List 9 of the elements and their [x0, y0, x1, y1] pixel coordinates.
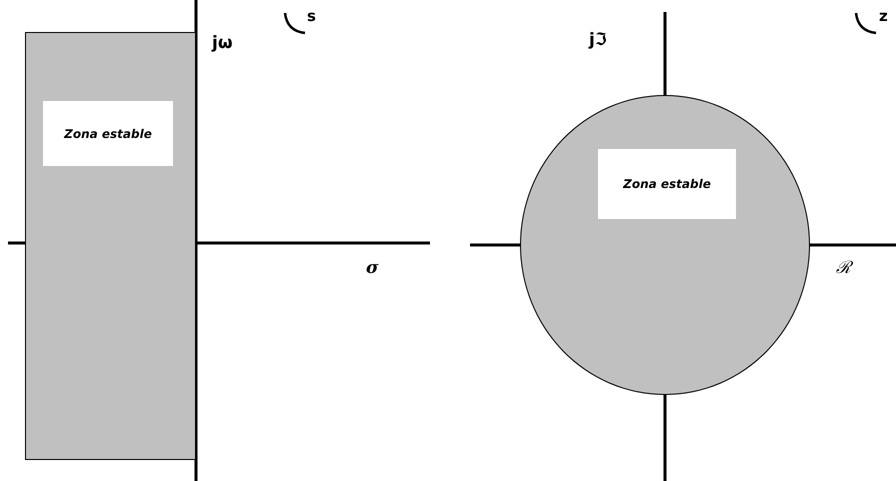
plane-label: s	[307, 6, 316, 26]
plane-label: z	[879, 6, 888, 26]
region-label: Zona estable	[598, 149, 736, 219]
axis-label: jω	[212, 33, 233, 53]
region-label: Zona estable	[43, 101, 173, 166]
axis-label: σ	[366, 258, 379, 278]
stable-region	[25, 32, 196, 460]
axis-label: jℑ	[589, 30, 607, 50]
axis-label: ℛ	[836, 258, 851, 278]
